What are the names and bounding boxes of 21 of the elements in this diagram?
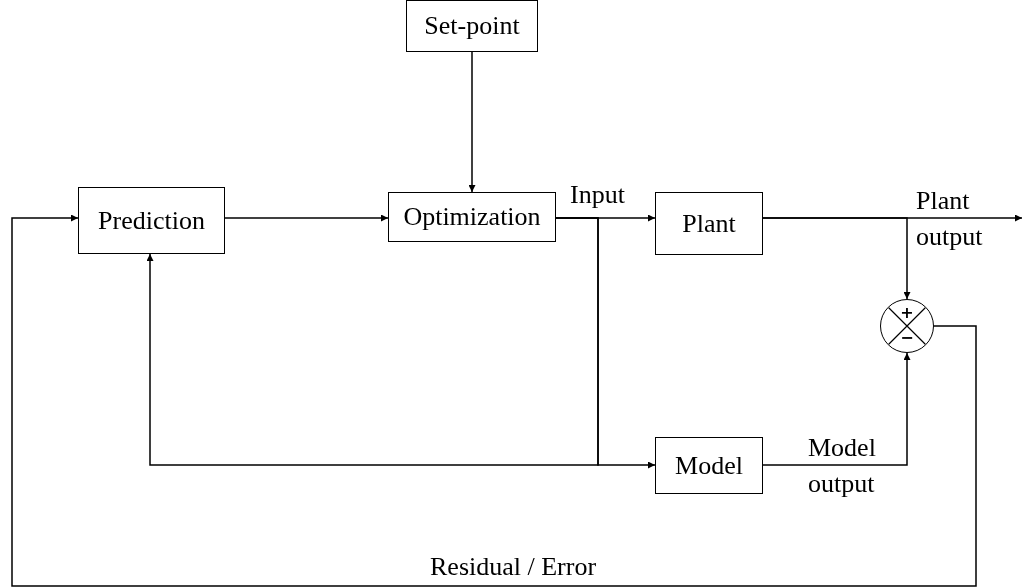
edge-label: Plant output [916,185,984,253]
summing-junction [880,299,934,353]
box-label: Set-point [424,11,520,41]
process-box [78,187,225,254]
box-label: Optimization [403,202,541,232]
setpoint-box [406,0,538,52]
minus-sign: − [899,330,915,346]
arrow [762,217,911,300]
arrow [468,51,476,193]
arrow [146,217,599,466]
arrow [11,214,977,587]
box-label: Model [675,450,743,481]
arrow [224,214,389,222]
process-box [655,192,763,255]
edge-label: Model output [808,432,877,500]
process-box [388,192,556,242]
plus-sign: + [899,305,915,321]
arrow [762,352,911,466]
box-label: Prediction [98,205,205,236]
box-label: Plant [682,208,736,239]
process-box [655,437,763,494]
